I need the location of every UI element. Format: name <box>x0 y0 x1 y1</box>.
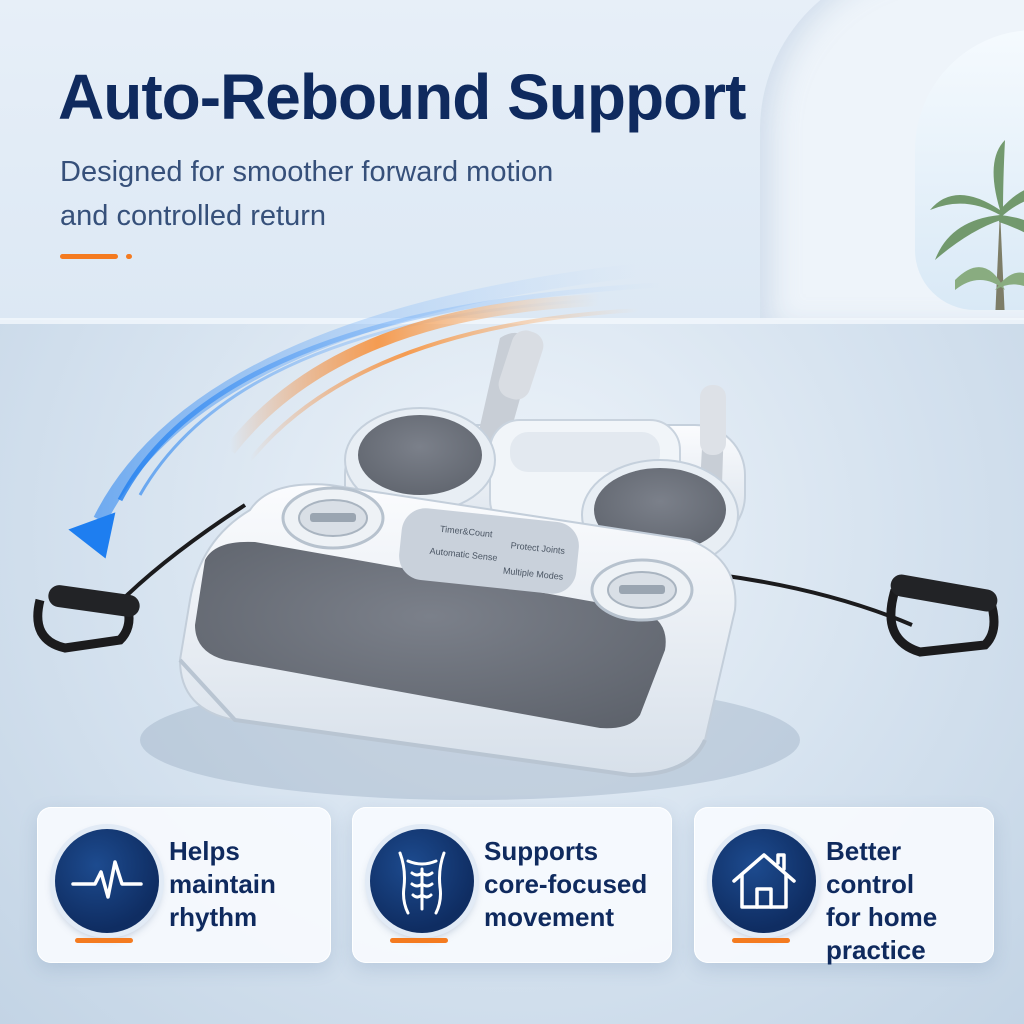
feature-card-home: Better control for home practice <box>694 807 994 965</box>
feature-line: movement <box>484 902 615 932</box>
card-underline <box>390 938 448 943</box>
feature-line: rhythm <box>169 902 258 932</box>
feature-line: practice <box>826 935 926 965</box>
subheadline: Designed for smoother forward motion and… <box>60 150 700 238</box>
feature-card-rhythm: Helps maintain rhythm <box>37 807 331 963</box>
feature-line: Better control <box>826 836 915 899</box>
motion-arc-orange <box>225 294 641 462</box>
subheadline-line-1: Designed for smoother forward motion <box>60 156 554 188</box>
left-handle-grip <box>33 585 140 653</box>
right-resistance-cord <box>719 573 913 627</box>
feature-line: maintain <box>169 869 276 899</box>
palm-plant-icon <box>930 140 1024 310</box>
heartbeat-icon <box>55 829 159 933</box>
feature-line: core-focused <box>484 869 648 899</box>
feature-line: Helps <box>169 836 240 866</box>
feature-text: Better control for home practice <box>826 835 994 967</box>
feature-text: Supports core-focused movement <box>484 835 647 934</box>
feature-card-core: Supports core-focused movement <box>352 807 672 963</box>
right-adjustment-dial <box>590 558 694 622</box>
accent-dot <box>126 254 132 259</box>
subheadline-line-2: and controlled return <box>60 200 326 232</box>
page-title: Auto-Rebound Support <box>58 61 746 133</box>
accent-dash <box>60 254 118 259</box>
feature-label-plate: Timer&Count Protect Joints Automatic Sen… <box>399 508 579 594</box>
feature-line: for home <box>826 902 938 932</box>
main-base <box>178 483 737 778</box>
feature-line: Supports <box>484 836 599 866</box>
front-step-pad <box>195 541 666 729</box>
abs-torso-icon <box>370 829 474 933</box>
left-adjustment-dial <box>281 486 385 550</box>
rear-left-foot-pad <box>344 407 496 513</box>
feature-text: Helps maintain rhythm <box>169 835 276 934</box>
right-handle-grip <box>886 574 999 657</box>
floor-edge <box>0 318 1024 324</box>
card-underline <box>75 938 133 943</box>
house-icon <box>712 829 816 933</box>
card-underline <box>732 938 790 943</box>
